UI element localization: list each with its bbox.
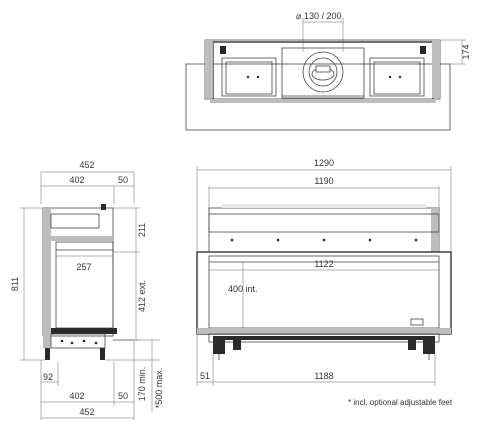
front-top-cover [222, 204, 426, 208]
side-foot-right [100, 348, 105, 360]
side-top-rail [51, 236, 113, 241]
dim-side-upper-height: 211 [137, 223, 147, 237]
side-top-box [50, 213, 100, 229]
front-control-box [410, 318, 424, 326]
front-base-strip [213, 336, 435, 340]
diameter-icon: ⌀ [296, 11, 302, 21]
dim-side-bottom-overall: 452 [79, 407, 94, 417]
side-foot-left [45, 348, 50, 360]
dim-flue: 130 / 200 [304, 11, 342, 21]
top-view-right-edge [432, 40, 440, 98]
dim-side-min-height: 170 min. [137, 367, 147, 402]
bolt-icon [70, 341, 74, 345]
bolt-icon [256, 75, 260, 79]
front-upper-body [208, 207, 440, 253]
bolt-icon [414, 238, 418, 242]
feet-note: * incl. optional adjustable feet [348, 398, 453, 407]
side-view: 452 402 50 257 811 211 [10, 160, 164, 420]
flue-outer-circle [302, 51, 344, 93]
side-base-box [50, 333, 106, 349]
bolt-icon [276, 238, 280, 242]
side-top-bracket [101, 204, 106, 210]
side-body-outline [42, 207, 114, 337]
flue-inner-circle [308, 57, 338, 87]
dim-side-top-offset: 50 [118, 175, 128, 185]
front-upper-panel [208, 213, 440, 233]
bolt-icon [398, 75, 402, 79]
dim-side-overall-height: 811 [10, 277, 20, 291]
top-view-left-edge [205, 40, 213, 98]
dim-side-body-width: 402 [69, 175, 84, 185]
dim-front-body-width: 1190 [314, 176, 333, 186]
side-rear-wall [43, 208, 51, 348]
flue-housing [281, 47, 365, 99]
top-view-left-panel-inner [225, 61, 273, 95]
top-view-left-panel [221, 57, 277, 97]
dim-front-left-offset: 51 [200, 371, 210, 381]
top-view-outer-frame [185, 63, 451, 131]
dim-front-glass-width: 1122 [314, 259, 333, 269]
top-view-front-rail [210, 99, 436, 103]
dim-side-bottom-offset2: 50 [118, 391, 128, 401]
dim-side-bottom-body: 402 [69, 391, 84, 401]
dim-side-max-height: *500 max. [154, 368, 164, 409]
flue-slot [315, 65, 331, 73]
top-right-bracket [420, 46, 426, 54]
dim-side-overall-width: 452 [79, 160, 94, 170]
top-view-right-panel [369, 57, 425, 97]
front-foot-left-inner [233, 340, 241, 350]
top-left-bracket [220, 46, 226, 54]
dim-front-overall-width: 1290 [314, 158, 334, 168]
dim-front-feet-width: 1188 [314, 371, 333, 381]
dim-front-int-height: 400 int. [228, 284, 258, 294]
front-view: 1290 1190 1122 400 int. [196, 158, 453, 407]
dim-side-ext-height: 412 ext. [137, 280, 147, 312]
side-base-plate [51, 328, 117, 334]
front-foot-right [423, 340, 435, 354]
bolt-icon [94, 341, 98, 345]
bolt-icon [368, 238, 372, 242]
bolt-icon [82, 339, 86, 343]
bolt-icon [230, 238, 234, 242]
front-foot-right-inner [408, 340, 416, 350]
bolt-icon [322, 238, 326, 242]
dim-top-depth: 174 [461, 44, 471, 59]
front-upper-right-edge [431, 208, 439, 252]
front-base-rail [197, 328, 451, 334]
side-glass-frame [55, 241, 114, 329]
dim-side-glass-width: 257 [76, 262, 91, 272]
dim-side-bottom-offset: 92 [43, 372, 53, 382]
top-view: ⌀ 130 / 200 174 [185, 11, 471, 131]
bolt-icon [246, 75, 250, 79]
bolt-icon [388, 75, 392, 79]
bolt-icon [60, 339, 64, 343]
front-base-frame [208, 333, 440, 343]
front-foot-left [213, 340, 225, 354]
top-view-right-panel-inner [373, 61, 421, 95]
